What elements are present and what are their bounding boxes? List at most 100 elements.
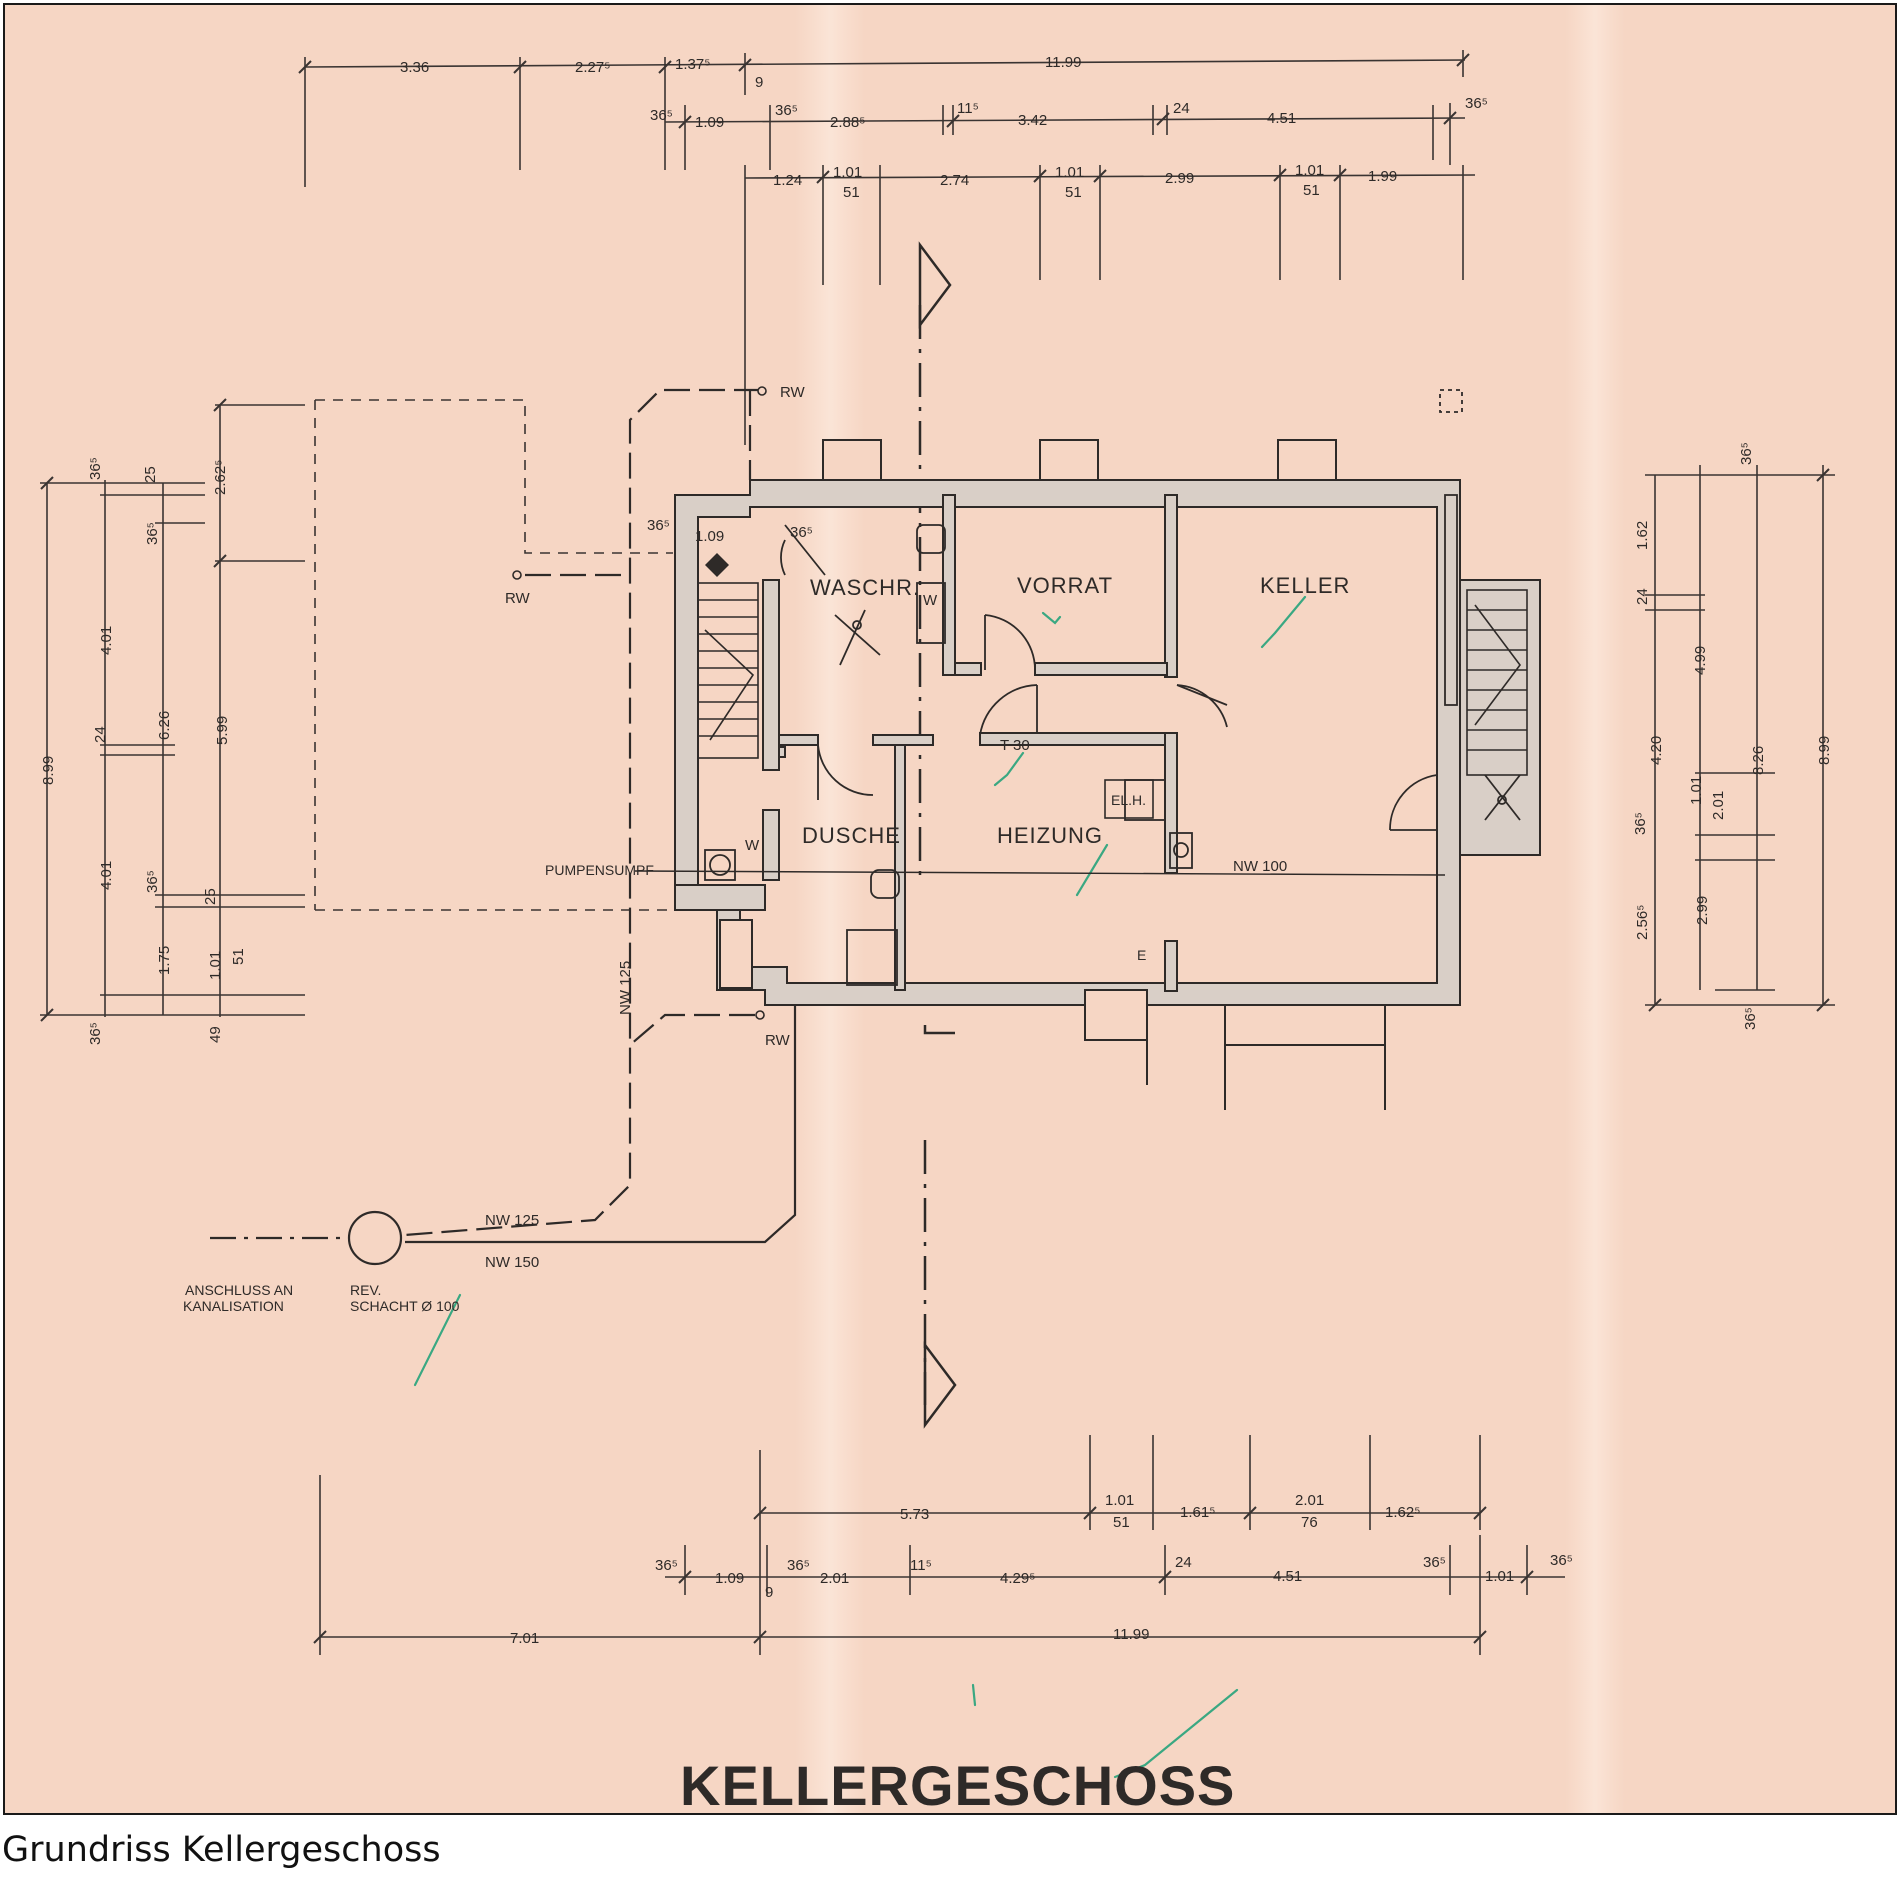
svg-text:36⁵: 36⁵ xyxy=(1632,812,1649,835)
svg-text:1.75: 1.75 xyxy=(156,946,173,975)
room-label-heizung: HEIZUNG xyxy=(997,823,1103,848)
svg-text:36⁵: 36⁵ xyxy=(1738,442,1755,465)
svg-text:4.99: 4.99 xyxy=(1692,646,1709,675)
svg-text:1.01: 1.01 xyxy=(833,164,862,181)
dim-bottom-row2: 36⁵ 1.09 9 36⁵ 2.01 11⁵ 4.29⁵ 24 4.51 36… xyxy=(655,1552,1573,1601)
dim-top-row3: 1.24 1.01 51 2.74 1.01 51 2.99 1.01 51 1… xyxy=(773,162,1397,201)
svg-text:51: 51 xyxy=(1065,184,1082,201)
svg-text:1.09: 1.09 xyxy=(715,1570,744,1587)
svg-text:36⁵: 36⁵ xyxy=(650,107,673,124)
svg-text:4.20: 4.20 xyxy=(1648,736,1665,765)
svg-text:36⁵: 36⁵ xyxy=(87,1022,104,1045)
paper-fold xyxy=(795,5,865,1813)
svg-text:51: 51 xyxy=(1113,1514,1130,1531)
svg-text:25: 25 xyxy=(202,888,219,905)
schacht-label: SCHACHT Ø 100 xyxy=(350,1298,460,1314)
dim-bottom-row1: 5.73 1.01 51 1.61⁵ 2.01 76 1.62⁵ xyxy=(900,1492,1420,1531)
svg-text:51: 51 xyxy=(843,184,860,201)
svg-text:1.09: 1.09 xyxy=(695,528,724,545)
drain-lines xyxy=(404,388,760,1237)
svg-text:24: 24 xyxy=(92,726,109,743)
doors xyxy=(780,524,1438,831)
nw100-label: NW 100 xyxy=(1233,858,1287,875)
stair-left xyxy=(697,582,759,759)
rw-label: RW xyxy=(765,1032,791,1049)
svg-text:8.26: 8.26 xyxy=(1750,746,1767,775)
dim-top-row2: 36⁵ 1.09 9 36⁵ 2.88⁵ 11⁵ 3.42 24 4.51 36… xyxy=(650,74,1488,131)
svg-text:5.99: 5.99 xyxy=(214,716,231,745)
pumpensumpf-leader xyxy=(634,870,1446,876)
svg-text:2.99: 2.99 xyxy=(1694,896,1711,925)
svg-text:11⁵: 11⁵ xyxy=(910,1557,932,1574)
svg-text:36⁵: 36⁵ xyxy=(1742,1007,1759,1030)
svg-text:1.09: 1.09 xyxy=(695,114,724,131)
room-label-waschr: WASCHR. xyxy=(810,575,920,600)
svg-text:2.62⁵: 2.62⁵ xyxy=(212,460,229,495)
svg-text:11.99: 11.99 xyxy=(1113,1626,1149,1643)
svg-text:51: 51 xyxy=(230,948,247,965)
svg-text:4.51: 4.51 xyxy=(1267,110,1296,127)
svg-text:2.56⁵: 2.56⁵ xyxy=(1634,905,1651,940)
nw125-vertical-label: NW 125 xyxy=(617,961,634,1015)
svg-text:5.73: 5.73 xyxy=(900,1506,929,1523)
w-label: W xyxy=(745,837,760,854)
svg-text:36⁵: 36⁵ xyxy=(647,517,670,534)
inspection-shaft xyxy=(347,1210,403,1266)
svg-text:2.27⁵: 2.27⁵ xyxy=(575,59,610,76)
svg-text:36⁵: 36⁵ xyxy=(1550,1552,1573,1569)
svg-text:1.01: 1.01 xyxy=(1055,164,1084,181)
svg-text:36⁵: 36⁵ xyxy=(790,524,813,541)
room-label-keller: KELLER xyxy=(1260,573,1350,598)
svg-text:51: 51 xyxy=(1303,182,1320,199)
svg-text:36⁵: 36⁵ xyxy=(144,870,161,893)
svg-text:1.01: 1.01 xyxy=(1105,1492,1134,1509)
svg-text:2.74: 2.74 xyxy=(940,172,969,189)
svg-text:2.01: 2.01 xyxy=(1295,1492,1324,1509)
svg-text:8.99: 8.99 xyxy=(1816,736,1833,765)
svg-text:24: 24 xyxy=(1175,1554,1192,1571)
svg-text:76: 76 xyxy=(1301,1514,1318,1531)
check-marks xyxy=(413,595,1307,1779)
heating-box xyxy=(1104,779,1154,819)
schacht-label: REV. xyxy=(350,1282,381,1298)
dim-top-row1: 3.36 2.27⁵ 1.37⁵ 11.99 xyxy=(400,54,1081,76)
paper-fold xyxy=(1565,5,1625,1813)
rw-label: RW xyxy=(780,384,806,401)
section-arrow-top xyxy=(918,241,952,329)
figure-caption: Grundriss Kellergeschoss xyxy=(2,1830,441,1870)
svg-text:1.37⁵: 1.37⁵ xyxy=(675,56,710,73)
anschluss-label: KANALISATION xyxy=(183,1298,284,1314)
svg-text:36⁵: 36⁵ xyxy=(775,102,798,119)
svg-text:2.01: 2.01 xyxy=(820,1570,849,1587)
stair-right xyxy=(1466,589,1528,776)
walls xyxy=(674,439,1541,1041)
dim-right: 36⁵ 1.62 24 4.99 4.20 8.26 8.99 1.01 2.0… xyxy=(1632,442,1833,1030)
svg-text:2.88⁵: 2.88⁵ xyxy=(830,114,865,131)
svg-text:8.99: 8.99 xyxy=(40,756,57,785)
svg-text:1.24: 1.24 xyxy=(773,172,802,189)
gas-meter-icon xyxy=(705,553,729,577)
svg-text:4.29⁵: 4.29⁵ xyxy=(1000,1570,1035,1587)
floor-plan-sheet: WASCHR. VORRAT KELLER DUSCHE HEIZUNG RW … xyxy=(3,3,1897,1815)
terrace-frame xyxy=(1146,990,1386,1110)
svg-text:24: 24 xyxy=(1634,588,1651,605)
svg-text:3.42: 3.42 xyxy=(1018,112,1047,129)
svg-text:25: 25 xyxy=(142,466,159,483)
svg-text:1.99: 1.99 xyxy=(1368,168,1397,185)
svg-text:36⁵: 36⁵ xyxy=(87,457,104,480)
svg-text:1.62: 1.62 xyxy=(1634,521,1651,550)
sewer-line xyxy=(210,995,797,1266)
svg-text:36⁵: 36⁵ xyxy=(1465,95,1488,112)
nw125-label: NW 125 xyxy=(485,1212,539,1229)
svg-text:6.26: 6.26 xyxy=(156,711,173,740)
floor-plan-drawing: WASCHR. VORRAT KELLER DUSCHE HEIZUNG RW … xyxy=(40,5,1835,1813)
svg-text:11.99: 11.99 xyxy=(1045,54,1081,71)
svg-text:1.01: 1.01 xyxy=(1485,1568,1514,1585)
svg-text:7.01: 7.01 xyxy=(510,1630,539,1647)
svg-text:49: 49 xyxy=(207,1026,224,1043)
svg-text:9: 9 xyxy=(765,1584,773,1601)
room-label-vorrat: VORRAT xyxy=(1017,573,1113,598)
svg-text:36⁵: 36⁵ xyxy=(144,522,161,545)
dim-bottom-row3: 7.01 11.99 xyxy=(510,1626,1149,1647)
svg-text:2.01: 2.01 xyxy=(1710,791,1727,820)
